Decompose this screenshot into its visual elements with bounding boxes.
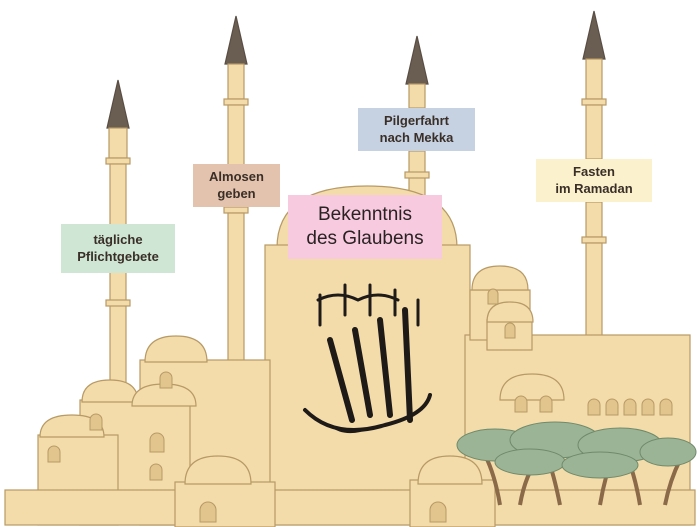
pillar-label-alms: Almosen geben [193,164,280,207]
fasting-line1: Fasten [555,164,632,180]
prayer-line1: tägliche [77,232,159,248]
pillar-label-fasting: Fasten im Ramadan [536,159,652,202]
pillar-label-creed: Bekenntnis des Glaubens [288,195,442,259]
fasting-line2: im Ramadan [555,181,632,197]
pilgrimage-line2: nach Mekka [380,130,454,146]
creed-line1: Bekenntnis [306,203,423,227]
prayer-line2: Pflichtgebete [77,249,159,265]
pilgrimage-line1: Pilgerfahrt [380,113,454,129]
pillar-label-pilgrimage: Pilgerfahrt nach Mekka [358,108,475,151]
alms-line2: geben [209,186,264,202]
pillar-label-prayer: tägliche Pflichtgebete [61,224,175,273]
creed-line2: des Glaubens [306,227,423,251]
alms-line1: Almosen [209,169,264,185]
